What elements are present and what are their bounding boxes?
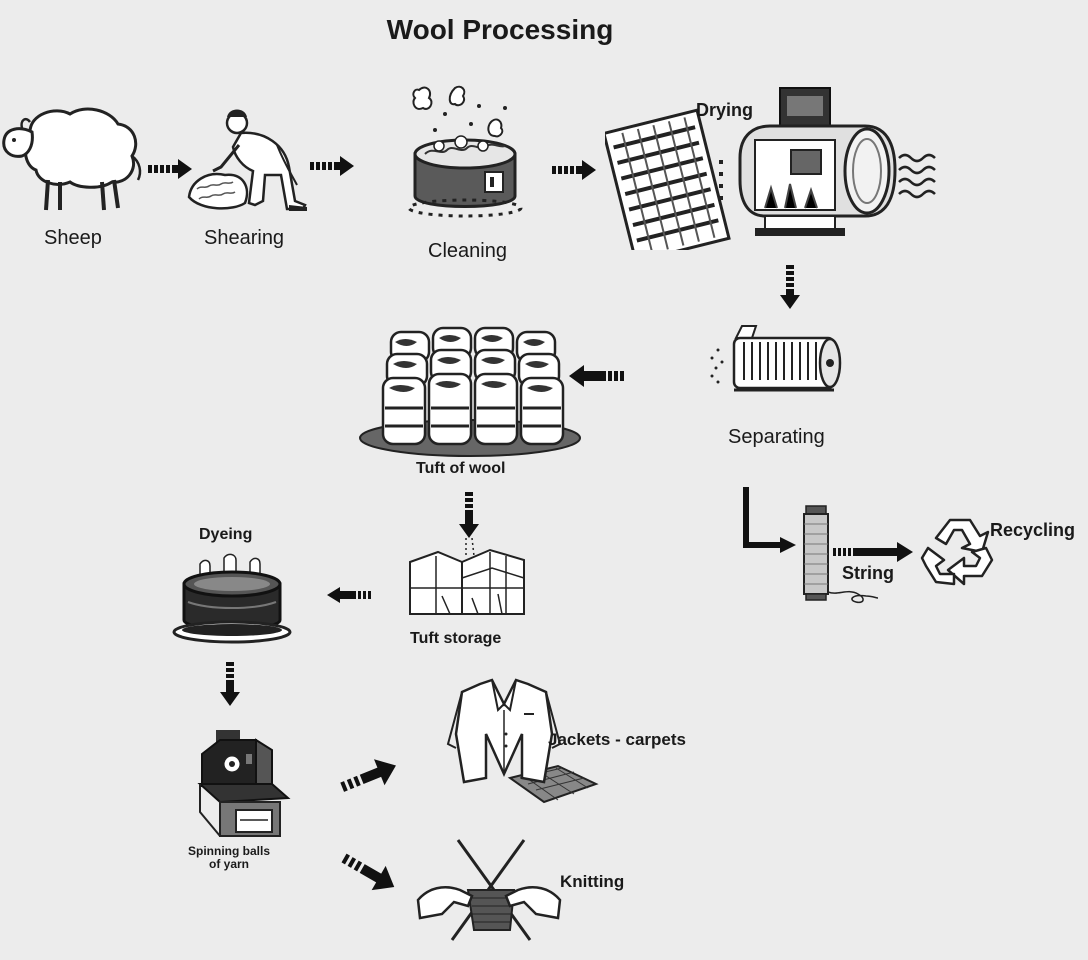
arrow-string-to-recycling xyxy=(833,541,915,563)
shearer-icon xyxy=(185,105,315,215)
label-shearing: Shearing xyxy=(204,227,285,249)
arrow-separating-to-tuft xyxy=(568,364,628,388)
arrow-tuft-to-storage xyxy=(458,492,480,540)
sheep-icon xyxy=(0,92,145,217)
label-cleaning: Cleaning xyxy=(428,240,507,262)
drying-machine-icon xyxy=(605,80,950,250)
spinning-machine-icon xyxy=(192,726,292,844)
label-spinning: Spinning balls of yarn xyxy=(186,845,272,871)
label-sheep: Sheep xyxy=(44,227,102,249)
recycle-icon xyxy=(918,512,1002,596)
knitting-needles-icon xyxy=(414,836,564,946)
label-string: String xyxy=(842,563,894,583)
carding-drum-icon xyxy=(708,318,848,398)
arrow-separating-to-string xyxy=(740,487,802,559)
storage-crates-icon xyxy=(402,538,532,622)
washing-tub-icon xyxy=(405,84,530,224)
dye-vat-icon xyxy=(170,550,295,646)
label-drying: Drying xyxy=(696,100,754,120)
arrow-shearing-to-cleaning xyxy=(310,155,356,177)
label-spinning-line2: of yarn xyxy=(208,857,249,871)
arrow-storage-to-dyeing xyxy=(326,585,374,605)
spool-icon xyxy=(796,502,886,604)
arrow-spinning-to-jackets xyxy=(338,756,402,796)
label-tuft-of-wool: Tuft of wool xyxy=(416,460,506,477)
label-knitting: Knitting xyxy=(560,872,625,891)
diagram-title: Wool Processing xyxy=(386,14,614,45)
wool-bales-icon xyxy=(355,318,585,458)
arrow-dyeing-to-spinning xyxy=(219,662,241,708)
label-separating: Separating xyxy=(728,426,825,448)
arrow-sheep-to-shearing xyxy=(148,158,194,180)
label-dyeing: Dyeing xyxy=(199,526,253,543)
jacket-carpet-icon xyxy=(440,674,600,804)
arrow-drying-to-separating xyxy=(779,265,801,311)
label-recycling: Recycling xyxy=(990,520,1076,540)
arrow-spinning-to-knitting xyxy=(338,848,402,898)
label-tuft-storage: Tuft storage xyxy=(410,630,502,647)
arrow-cleaning-to-drying xyxy=(552,159,598,181)
label-spinning-line1: Spinning balls xyxy=(187,844,270,858)
label-jackets-carpets: Jackets - carpets xyxy=(548,730,686,749)
